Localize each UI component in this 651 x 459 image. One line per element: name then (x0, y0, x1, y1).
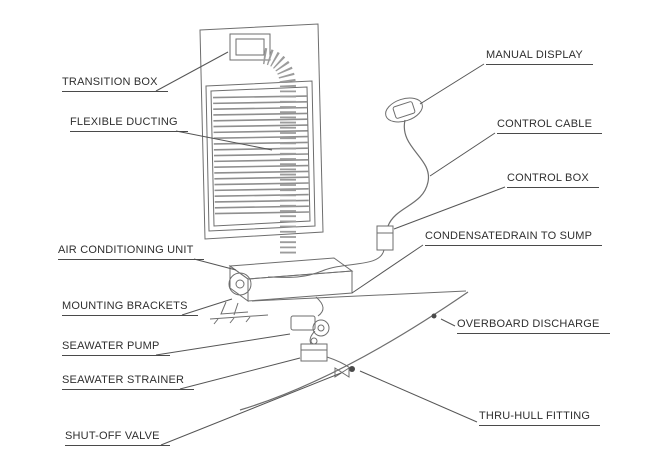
manual-display-drawing (385, 97, 423, 123)
control-cable-drawing (387, 119, 430, 227)
label-overboard-discharge: OVERBOARD DISCHARGE (457, 318, 610, 334)
leader-seawater-pump (155, 333, 291, 356)
leader-seawater-strainer (179, 357, 301, 390)
ac-unit-drawing (228, 257, 354, 302)
leader-mounting-brackets (181, 298, 233, 316)
strainer-outlet-pipe (326, 356, 351, 369)
label-condensate-drain: CONDENSATEDRAIN TO SUMP (425, 230, 603, 246)
leader-lines (155, 51, 506, 446)
leader-shut-off-valve (160, 372, 342, 446)
leader-manual-display (419, 63, 485, 105)
shut-off-valve-drawing (334, 367, 350, 378)
unit-cable-drawing (267, 249, 385, 278)
mounting-brackets-drawing (209, 301, 269, 325)
grille-frame-outer (205, 80, 316, 232)
label-control-cable: CONTROL CABLE (497, 118, 603, 134)
wall-panel-outline (199, 23, 324, 240)
pump-inlet-pipe (315, 296, 324, 317)
leader-condensate-drain (351, 244, 424, 294)
control-box-drawing (376, 225, 394, 251)
pump-strainer-pipe (309, 330, 316, 345)
grille-slats (213, 95, 309, 217)
leader-flexible-ducting (175, 130, 273, 151)
leader-control-box (393, 186, 506, 230)
leader-overboard-discharge (440, 318, 456, 327)
leader-control-cable (429, 132, 496, 177)
flexible-duct-drawing (262, 48, 296, 256)
label-thru-hull-fitting: THRU-HULL FITTING (479, 410, 601, 426)
thru-hull-fitting-drawing (349, 366, 355, 372)
condensate-drain-line (251, 290, 467, 302)
label-manual-display: MANUAL DISPLAY (486, 49, 593, 65)
label-mounting-brackets: MOUNTING BRACKETS (62, 300, 198, 316)
seawater-pump-drawing (290, 315, 330, 337)
hull-line (239, 291, 469, 411)
seawater-strainer-drawing (300, 337, 328, 362)
leader-air-conditioning-unit (193, 258, 237, 271)
overboard-discharge-dot (431, 313, 437, 319)
label-control-box: CONTROL BOX (507, 172, 599, 188)
transition-box-drawing (229, 33, 271, 61)
label-shut-off-valve: SHUT-OFF VALVE (65, 430, 170, 446)
grille-frame-inner (210, 86, 311, 227)
leader-transition-box (155, 51, 229, 92)
leader-thru-hull-fitting (359, 370, 478, 423)
label-seawater-strainer: SEAWATER STRAINER (62, 374, 195, 390)
label-seawater-pump: SEAWATER PUMP (62, 340, 170, 356)
label-transition-box: TRANSITION BOX (62, 76, 168, 92)
label-air-conditioning-unit: AIR CONDITIONING UNIT (58, 244, 204, 260)
label-flexible-ducting: FLEXIBLE DUCTING (70, 116, 188, 132)
